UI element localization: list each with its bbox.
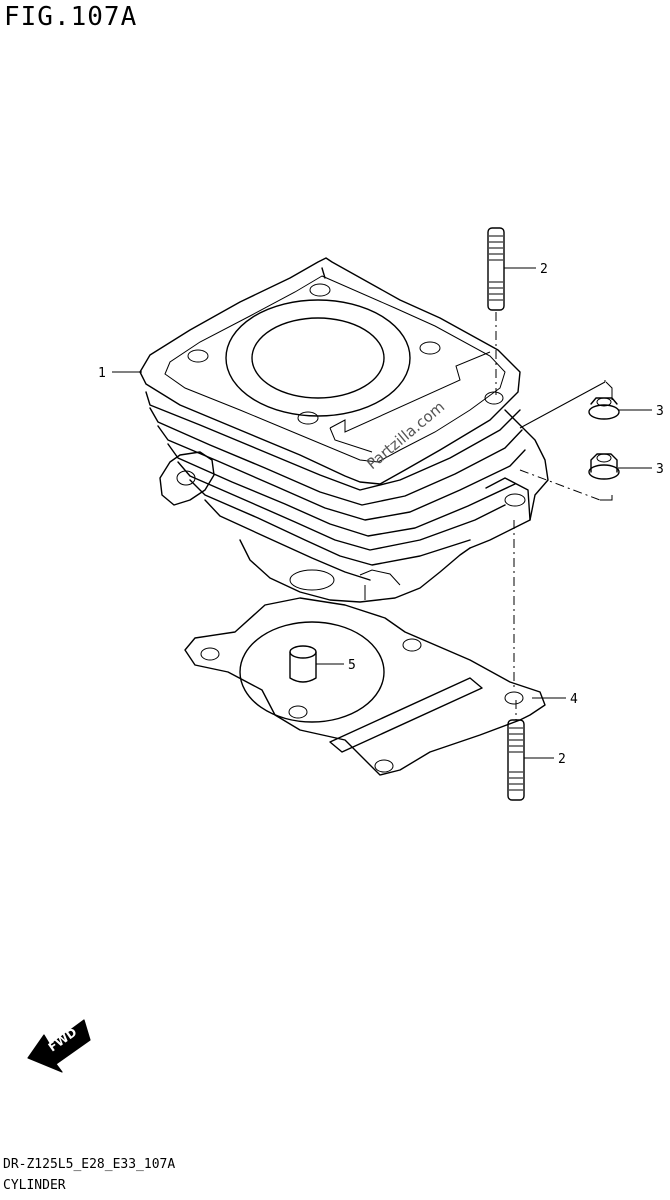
callout-5: 5: [348, 658, 356, 673]
callout-2-lower: 2: [558, 752, 566, 767]
callout-4: 4: [570, 692, 578, 707]
callout-1: 1: [98, 366, 106, 381]
cylinder-block[interactable]: [139, 257, 549, 603]
flange-nut-upper[interactable]: [588, 397, 620, 420]
fwd-arrow-icon: FWD: [27, 1019, 91, 1073]
watermark-text: Partzilla.com: [363, 398, 448, 473]
stud-bolt-lower[interactable]: [507, 700, 525, 801]
stud-bolt-upper[interactable]: [487, 227, 505, 395]
cylinder-base-gasket[interactable]: [184, 520, 546, 776]
dowel-pin[interactable]: [289, 645, 317, 683]
flange-nut-lower[interactable]: [588, 453, 620, 480]
section-name: CYLINDER: [3, 1178, 66, 1193]
drawing-code: DR-Z125L5_E28_E33_107A: [3, 1157, 176, 1172]
callout-2-upper: 2: [540, 262, 548, 277]
figure-title: FIG.107A: [4, 2, 138, 32]
callout-3-lower: 3: [656, 462, 664, 477]
callout-3-upper: 3: [656, 404, 664, 419]
